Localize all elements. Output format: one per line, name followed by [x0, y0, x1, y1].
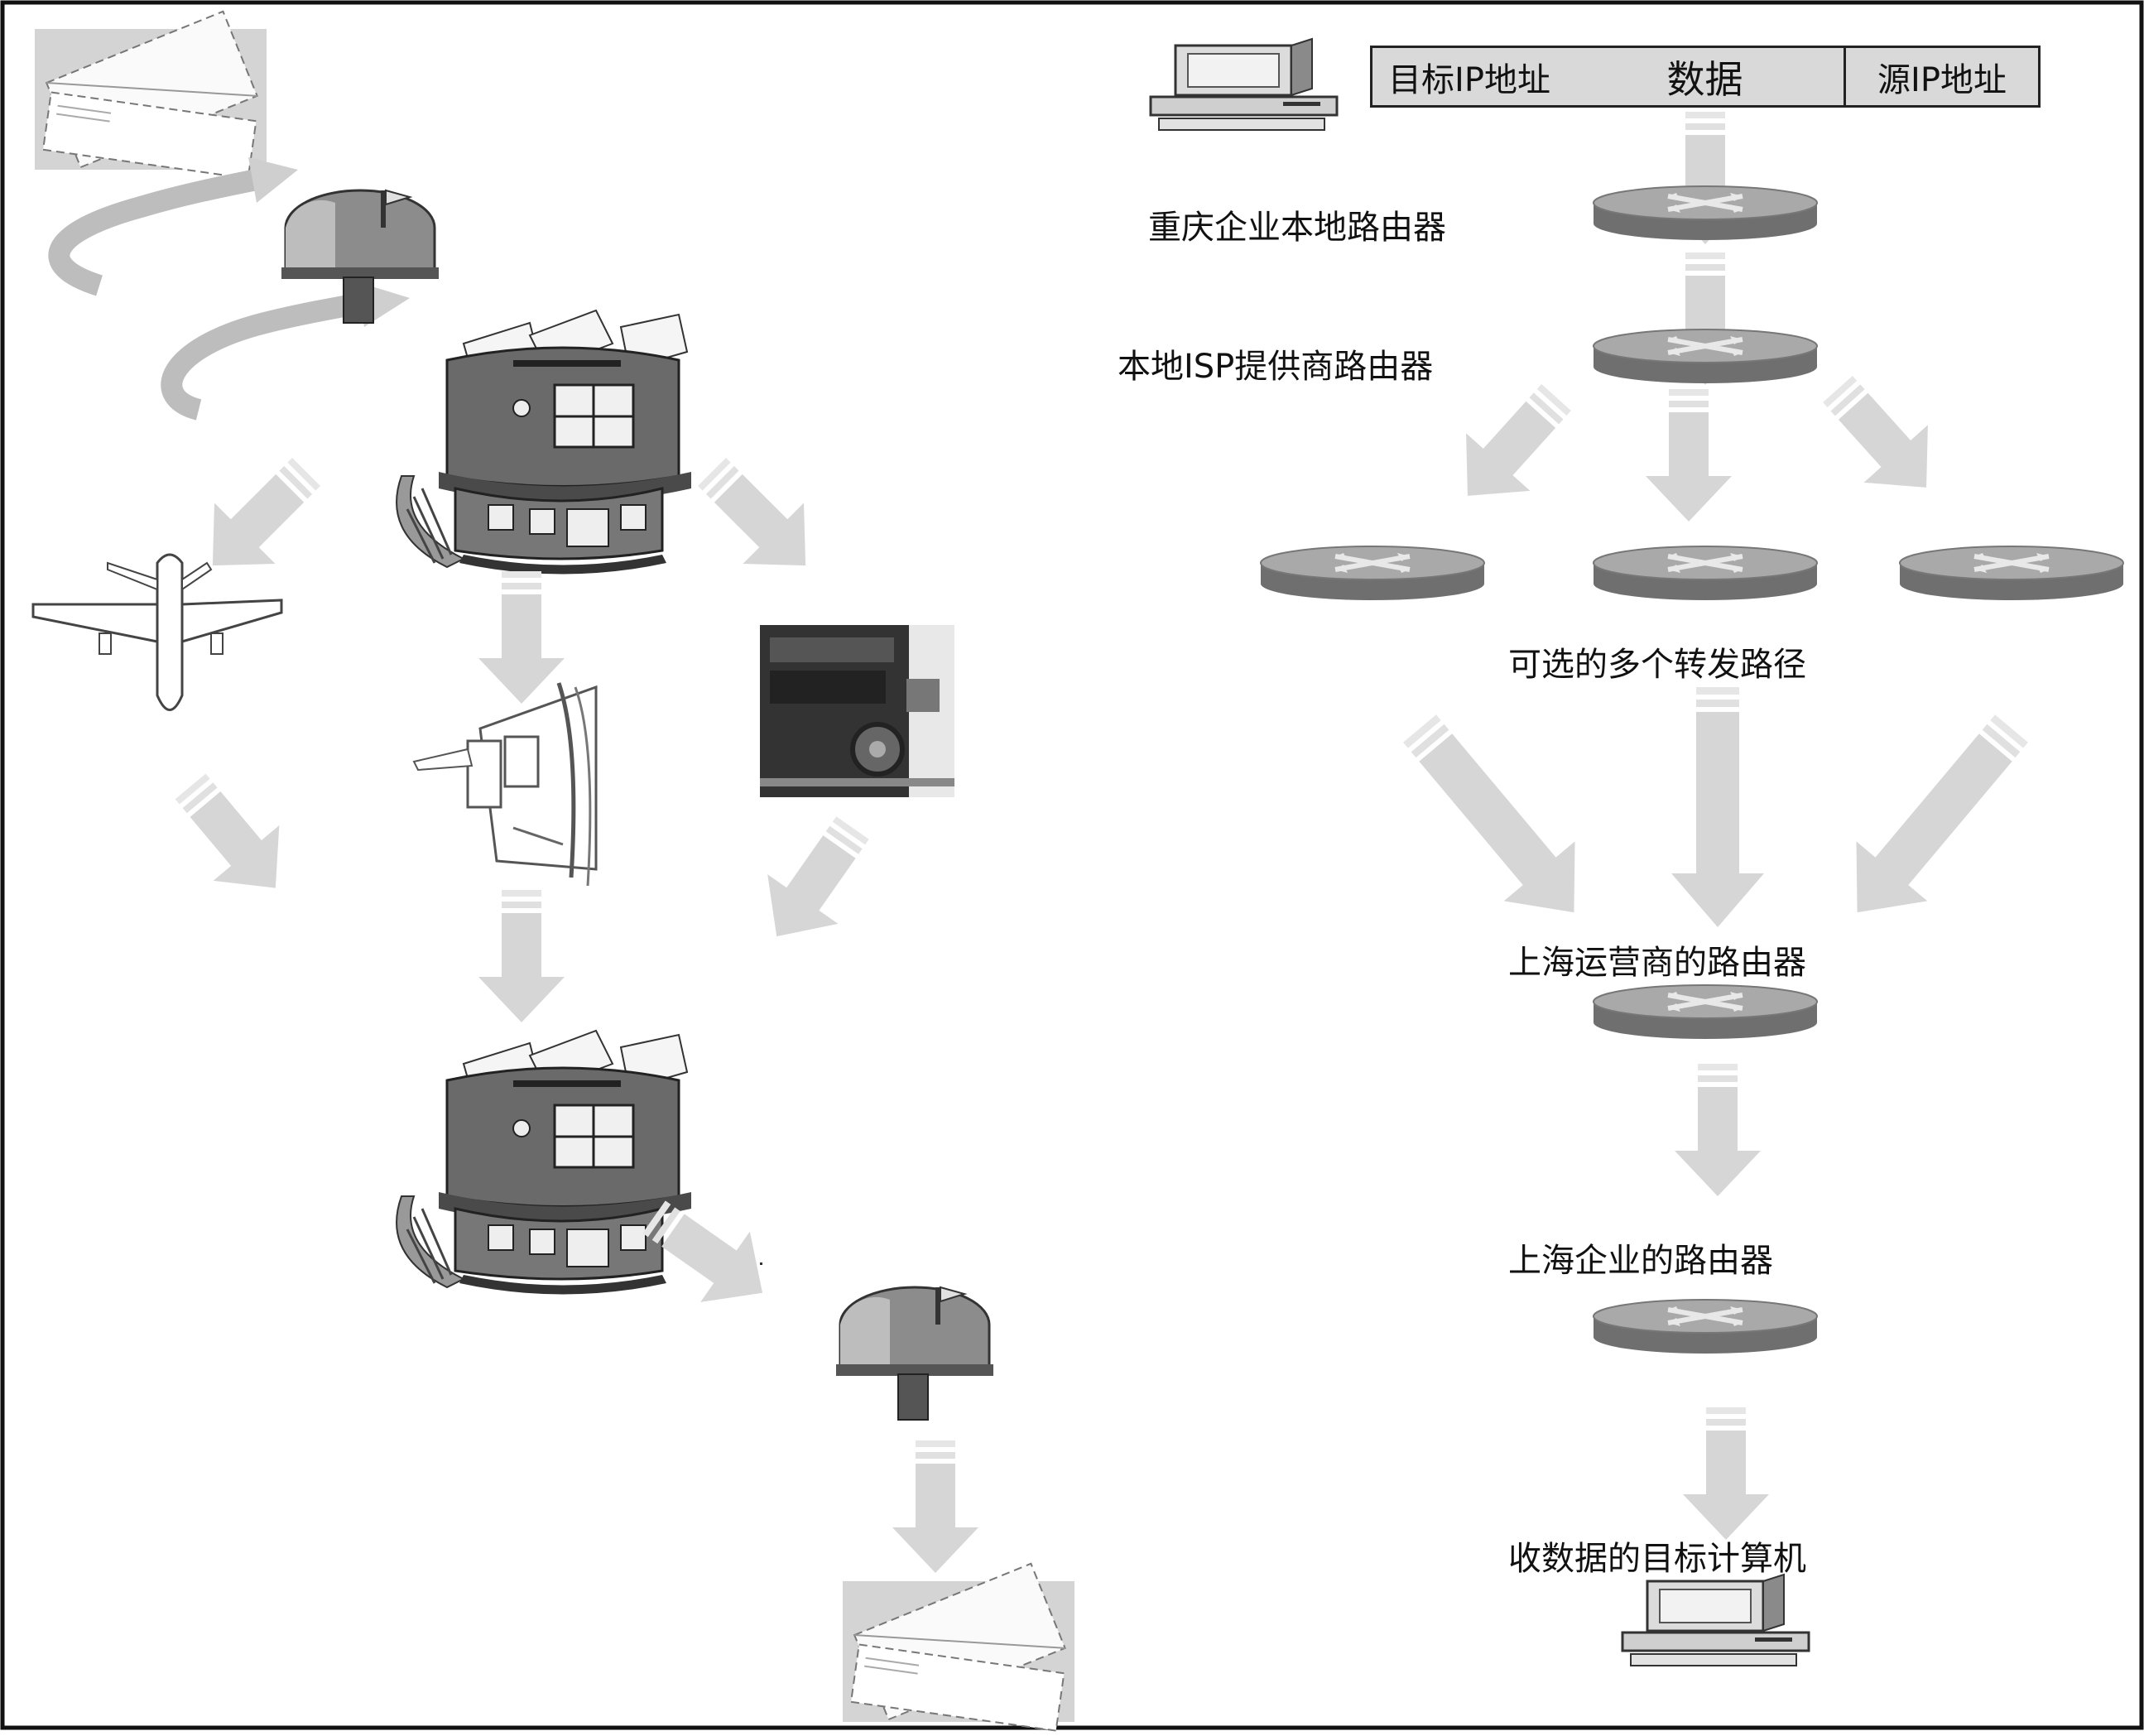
packet-src-ip: 源IP地址: [1844, 46, 2041, 108]
label-dest-computer: 收数据的目标计算机: [1508, 1540, 1806, 1578]
arrow-plane-to-post: [157, 758, 309, 916]
post-office-source: [395, 309, 693, 575]
router-chongqing: [1594, 186, 1817, 240]
post-office-destination: [395, 1029, 693, 1296]
label-isp-router: 本地ISP提供商路由器: [1118, 348, 1434, 386]
curved-arrow-2: [161, 291, 368, 421]
arrow-mid-to-sh: [1671, 687, 1764, 927]
packet-data: 数据: [1566, 46, 1846, 108]
arrow-to-ship: [478, 571, 565, 704]
curved-arrow-1: [48, 167, 267, 296]
arrow-train-to-post: [741, 803, 888, 961]
router-isp: [1594, 329, 1817, 383]
source-computer-icon: [1149, 37, 1339, 132]
label-shanghai-carrier-router: 上海运营商的路由器: [1508, 944, 1806, 982]
router-path-right: [1900, 546, 2123, 600]
destination-computer-icon: [1621, 1573, 1810, 1667]
arrow-to-path-left: [1435, 368, 1589, 525]
envelopes-destination: [842, 1562, 1075, 1732]
router-path-middle: [1594, 546, 1817, 600]
arrow-mailbox-to-envelopes: [892, 1440, 978, 1573]
packet-dest-ip: 目标IP地址: [1370, 46, 1569, 108]
arrow-left-to-sh: [1384, 699, 1610, 943]
envelopes-source: [34, 10, 267, 180]
label-chongqing-router: 重庆企业本地路由器: [1148, 209, 1446, 247]
arrow-to-train: [681, 441, 836, 596]
label-shanghai-company-router: 上海企业的路由器: [1508, 1242, 1773, 1280]
arrow-to-path-right: [1805, 360, 1959, 517]
train-icon: [760, 625, 954, 797]
router-shanghai-company: [1594, 1300, 1817, 1354]
router-shanghai-carrier: [1594, 985, 1817, 1039]
arrow-to-path-mid: [1646, 389, 1732, 522]
airplane-icon: [31, 553, 283, 711]
mailbox-destination: [834, 1286, 995, 1421]
arrow-right-to-sh: [1821, 699, 2047, 943]
arrow-ship-to-post: [478, 890, 565, 1022]
arrow-to-dest-computer: [1683, 1407, 1769, 1540]
arrow-to-sh-company: [1675, 1064, 1761, 1196]
ship-icon: [412, 682, 598, 887]
label-multi-paths: 可选的多个转发路径: [1508, 646, 1806, 684]
router-path-left: [1261, 546, 1484, 600]
